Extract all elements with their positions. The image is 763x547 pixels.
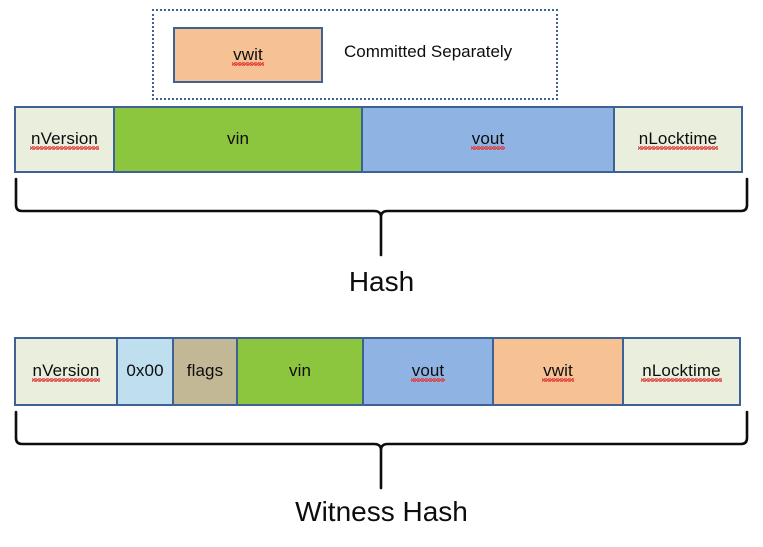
witness-bar-label-vout: vout <box>410 361 445 382</box>
hash-bar-label-vin: vin <box>226 129 250 148</box>
witness-bar-field-0x00[interactable]: 0x00 <box>116 337 174 406</box>
brace-hash <box>14 177 749 257</box>
witness-bar-field-nversion[interactable]: nVersion <box>14 337 118 406</box>
hash-bar-field-nversion[interactable]: nVersion <box>14 106 115 173</box>
brace-witness-hash <box>14 410 749 490</box>
hash-bar-field-vout[interactable]: vout <box>361 106 615 173</box>
witness-bar-field-nlocktime[interactable]: nLocktime <box>622 337 741 406</box>
hash-bar-label-nversion: nVersion <box>30 129 99 150</box>
witness-bar-label-nlocktime: nLocktime <box>641 361 723 382</box>
committed-separately-note: Committed Separately <box>344 42 513 61</box>
transaction-bar-hash: nVersion vin vout nLocktime <box>14 106 749 173</box>
witness-bar-field-flags[interactable]: flags <box>172 337 238 406</box>
transaction-bar-witness: nVersion 0x00 flags vin vout vwit nLocktime <box>14 337 749 406</box>
hash-bar-label-vout: vout <box>470 129 505 150</box>
hash-bar-field-nlocktime[interactable]: nLocktime <box>613 106 743 173</box>
hash-bar-field-vin[interactable]: vin <box>113 106 363 173</box>
witness-bar-field-vin[interactable]: vin <box>236 337 364 406</box>
witness-bar-field-vout[interactable]: vout <box>362 337 494 406</box>
witness-bar-label-vin: vin <box>288 361 312 380</box>
witness-bar-field-vwit[interactable]: vwit <box>492 337 624 406</box>
witness-bar-label-flags: flags <box>186 361 224 380</box>
witness-bar-label-nversion: nVersion <box>31 361 101 382</box>
committed-separately-group <box>152 9 558 100</box>
witness-bar-label-vwit: vwit <box>542 361 574 382</box>
field-label-vwit-committed: vwit <box>232 44 264 66</box>
field-vwit-committed[interactable]: vwit <box>173 27 323 83</box>
witness-bar-label-0x00: 0x00 <box>126 361 164 380</box>
caption-hash: Hash <box>348 266 415 297</box>
hash-bar-label-nlocktime: nLocktime <box>637 129 719 150</box>
caption-witness-hash: Witness Hash <box>295 496 468 527</box>
